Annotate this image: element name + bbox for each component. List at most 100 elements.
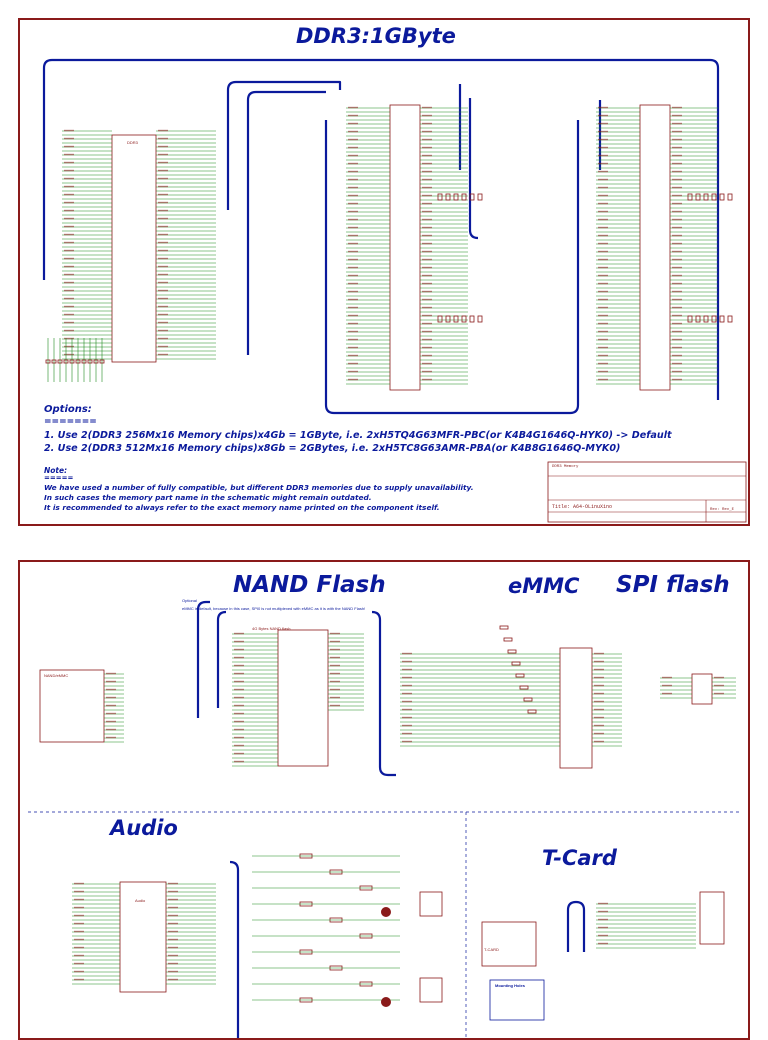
optional-note: Optional: [182, 598, 197, 603]
memory1-left-pin-label: [348, 186, 358, 189]
controller-right-pin-label: [158, 217, 168, 220]
nand-left-pin-label: [234, 760, 244, 763]
tcard-pin-label: [598, 934, 608, 937]
memory1-right-pin-label: [422, 146, 432, 149]
memory2-right-pin-label: [672, 170, 682, 173]
memory2-left-pin-label: [598, 122, 608, 125]
memory1-right-pin-label: [422, 378, 432, 381]
memory1-left-pin-label: [348, 282, 358, 285]
emmc-right-pin-label: [594, 716, 604, 719]
memory1-cap: [477, 193, 483, 201]
memory2-right-pin-label: [672, 282, 682, 285]
memory1-left-pin-label: [348, 306, 358, 309]
ddr3-bus-a: [226, 80, 342, 210]
memory2-cap: [711, 193, 717, 201]
nand-left-pin-label: [234, 744, 244, 747]
memory2-cap: [719, 193, 725, 201]
emmc-left-pin-label: [402, 724, 412, 727]
nand-left-pin-label: [234, 688, 244, 691]
memory2-left-pin-label: [598, 114, 608, 117]
memory2-left-pin-label: [598, 186, 608, 189]
spi-right-pin-label: [714, 684, 724, 687]
emmc-left-pin-label: [402, 684, 412, 687]
controller-left-pin-label: [64, 193, 74, 196]
memory1-left-pin-label: [348, 210, 358, 213]
memory2-right-pin-label: [672, 338, 682, 341]
memory2-right-pin-label: [672, 298, 682, 301]
controller-right-pin-label: [158, 337, 168, 340]
emmc-right-pin-label: [594, 668, 604, 671]
memory1-left-pin-label: [348, 170, 358, 173]
memory1-right-pin-label: [422, 122, 432, 125]
audio-left-pin-label: [74, 898, 84, 901]
memory2-right-pin-label: [672, 370, 682, 373]
controller-right-pin-label: [158, 313, 168, 316]
nand-right-pin-label: [330, 672, 340, 675]
nand-right-pin-label: [330, 640, 340, 643]
controller-right-pin-label: [158, 177, 168, 180]
memory1-left-pin-label: [348, 250, 358, 253]
memory2-left-pin-label: [598, 378, 608, 381]
option-1-text: 1. Use 2(DDR3 256Mx16 Memory chips)x4Gb …: [44, 430, 672, 441]
nand-connector-block: [39, 669, 105, 743]
emmc-right-pin-label: [594, 676, 604, 679]
nand-left-pin-label: [234, 632, 244, 635]
audio-left-pin-label: [74, 922, 84, 925]
audio-transistor: [381, 907, 391, 917]
nand-left-pin-label: [234, 712, 244, 715]
controller-left-pin-label: [64, 337, 74, 340]
memory1-cap-low: [437, 315, 443, 323]
memory1-left-pin-label: [348, 130, 358, 133]
audio-left-pin-label: [74, 882, 84, 885]
decoupling-cap: [51, 359, 57, 364]
controller-left-pin-label: [64, 129, 74, 132]
controller-right-pin-label: [158, 161, 168, 164]
memory1-cap-low: [453, 315, 459, 323]
memory1-right-pin-label: [422, 218, 432, 221]
ddr3-bus-e: [468, 98, 479, 240]
audio-left-pin-label: [74, 954, 84, 957]
tcard-chip-label: T-CARD: [484, 947, 499, 952]
decoupling-cap: [81, 359, 87, 364]
emmc-left-pin-label: [402, 708, 412, 711]
tcard-pin-label: [598, 910, 608, 913]
memory1-left-pin-label: [348, 154, 358, 157]
emmc-left-pin-label: [402, 740, 412, 743]
memory1-right-pin-label: [422, 162, 432, 165]
memory1-cap-low: [445, 315, 451, 323]
memory2-right-pin-label: [672, 330, 682, 333]
memory1-cap: [445, 193, 451, 201]
memory2-left-pin-label: [598, 250, 608, 253]
audio-title: Audio: [110, 816, 178, 840]
controller-left-pin-label: [64, 345, 74, 348]
nand-bus-left: [196, 600, 210, 718]
emmc-right-pin-label: [594, 692, 604, 695]
memory2-right-pin-label: [672, 178, 682, 181]
audio-right-pin-label: [168, 970, 178, 973]
memory1-cap: [437, 193, 443, 201]
audio-right-pin-label: [168, 954, 178, 957]
audio-transistor-2: [381, 997, 391, 1007]
emmc-left-pin-label: [402, 716, 412, 719]
controller-left-pin-label: [64, 201, 74, 204]
nand-left-pin-label: [234, 640, 244, 643]
controller-right-pin-label: [158, 305, 168, 308]
nand-left-pin-label: [234, 656, 244, 659]
emmc-right-pin-label: [594, 724, 604, 727]
memory2-left-pin-label: [598, 290, 608, 293]
memory1-left-pin-label: [348, 322, 358, 325]
emmc-right-pin-label: [594, 652, 604, 655]
memory2-left-pin-label: [598, 314, 608, 317]
memory2-right-pin-label: [672, 314, 682, 317]
controller-right-pin-label: [158, 329, 168, 332]
titleblock-rev: Rev: Rev_E: [710, 508, 735, 512]
spi-right-pin-label: [714, 676, 724, 679]
memory2-left-pin-label: [598, 242, 608, 245]
nand-right-pin-label: [330, 688, 340, 691]
memory2-left-pin-label: [598, 306, 608, 309]
emmc-resistor: [515, 673, 525, 678]
memory2-left-pin-label: [598, 154, 608, 157]
nand-left-pin-label: [234, 752, 244, 755]
controller-right-pin-label: [158, 129, 168, 132]
emmc-left-pin-label: [402, 660, 412, 663]
